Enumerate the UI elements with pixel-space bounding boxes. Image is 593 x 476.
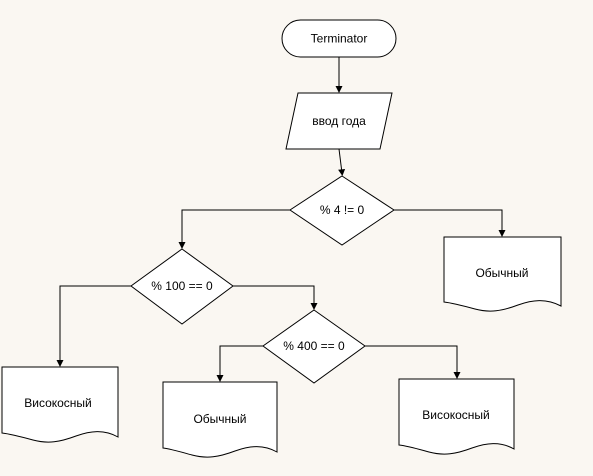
arrowhead-mod400 (310, 303, 318, 310)
node-input-year[interactable]: ввод года (285, 92, 393, 150)
terminator-label: Terminator (311, 32, 368, 46)
decision-mod100-shape (130, 248, 234, 325)
decision-mod100-label: % 100 == 0 (151, 279, 213, 293)
input-year-shape (285, 92, 393, 150)
arrowhead-mod4 (338, 169, 346, 176)
edge-mod400-to-leap-2 (365, 345, 458, 376)
decision-mod400-label: % 400 == 0 (283, 339, 345, 353)
edge-mod100-to-mod400 (233, 285, 315, 307)
terminator-shape (281, 19, 397, 58)
arrowhead-regular-2 (216, 375, 224, 382)
node-output-leap-2[interactable]: Високосный (398, 378, 515, 455)
output-leap-1-shape (1, 366, 119, 443)
arrowhead-leap-2 (453, 372, 461, 379)
output-regular-2-shape (162, 381, 278, 458)
decision-mod4-label: % 4 != 0 (320, 203, 365, 217)
edge-mod100-to-leap-1 (59, 285, 131, 364)
arrowhead-input (335, 86, 343, 93)
node-decision-mod4[interactable]: % 4 != 0 (289, 175, 395, 246)
edge-input-to-mod4 (338, 148, 343, 174)
node-decision-mod400[interactable]: % 400 == 0 (262, 309, 366, 384)
arrowhead-mod100 (178, 242, 186, 249)
edge-mod4-to-mod100 (181, 209, 290, 246)
connectors (56, 57, 506, 382)
output-leap-2-shape (398, 378, 515, 455)
node-output-regular-1[interactable]: Обычный (443, 236, 562, 312)
edge-mod4-to-regular-1 (394, 209, 503, 234)
output-leap-1-label: Високосный (24, 396, 92, 410)
node-terminator[interactable]: Terminator (281, 19, 397, 58)
decision-mod400-shape (262, 309, 366, 384)
output-regular-1-shape (443, 236, 562, 312)
output-regular-2-label: Обычный (193, 412, 246, 426)
arrowhead-leap-1 (56, 360, 64, 367)
node-output-regular-2[interactable]: Обычный (162, 381, 278, 458)
node-decision-mod100[interactable]: % 100 == 0 (130, 248, 234, 325)
edge-mod400-to-regular-2 (219, 345, 263, 379)
arrowhead-regular-1 (498, 230, 506, 237)
output-regular-1-label: Обычный (475, 266, 528, 280)
decision-mod4-shape (289, 175, 395, 246)
output-leap-2-label: Високосный (422, 408, 490, 422)
node-output-leap-1[interactable]: Високосный (1, 366, 119, 443)
input-year-label: ввод года (312, 114, 366, 128)
